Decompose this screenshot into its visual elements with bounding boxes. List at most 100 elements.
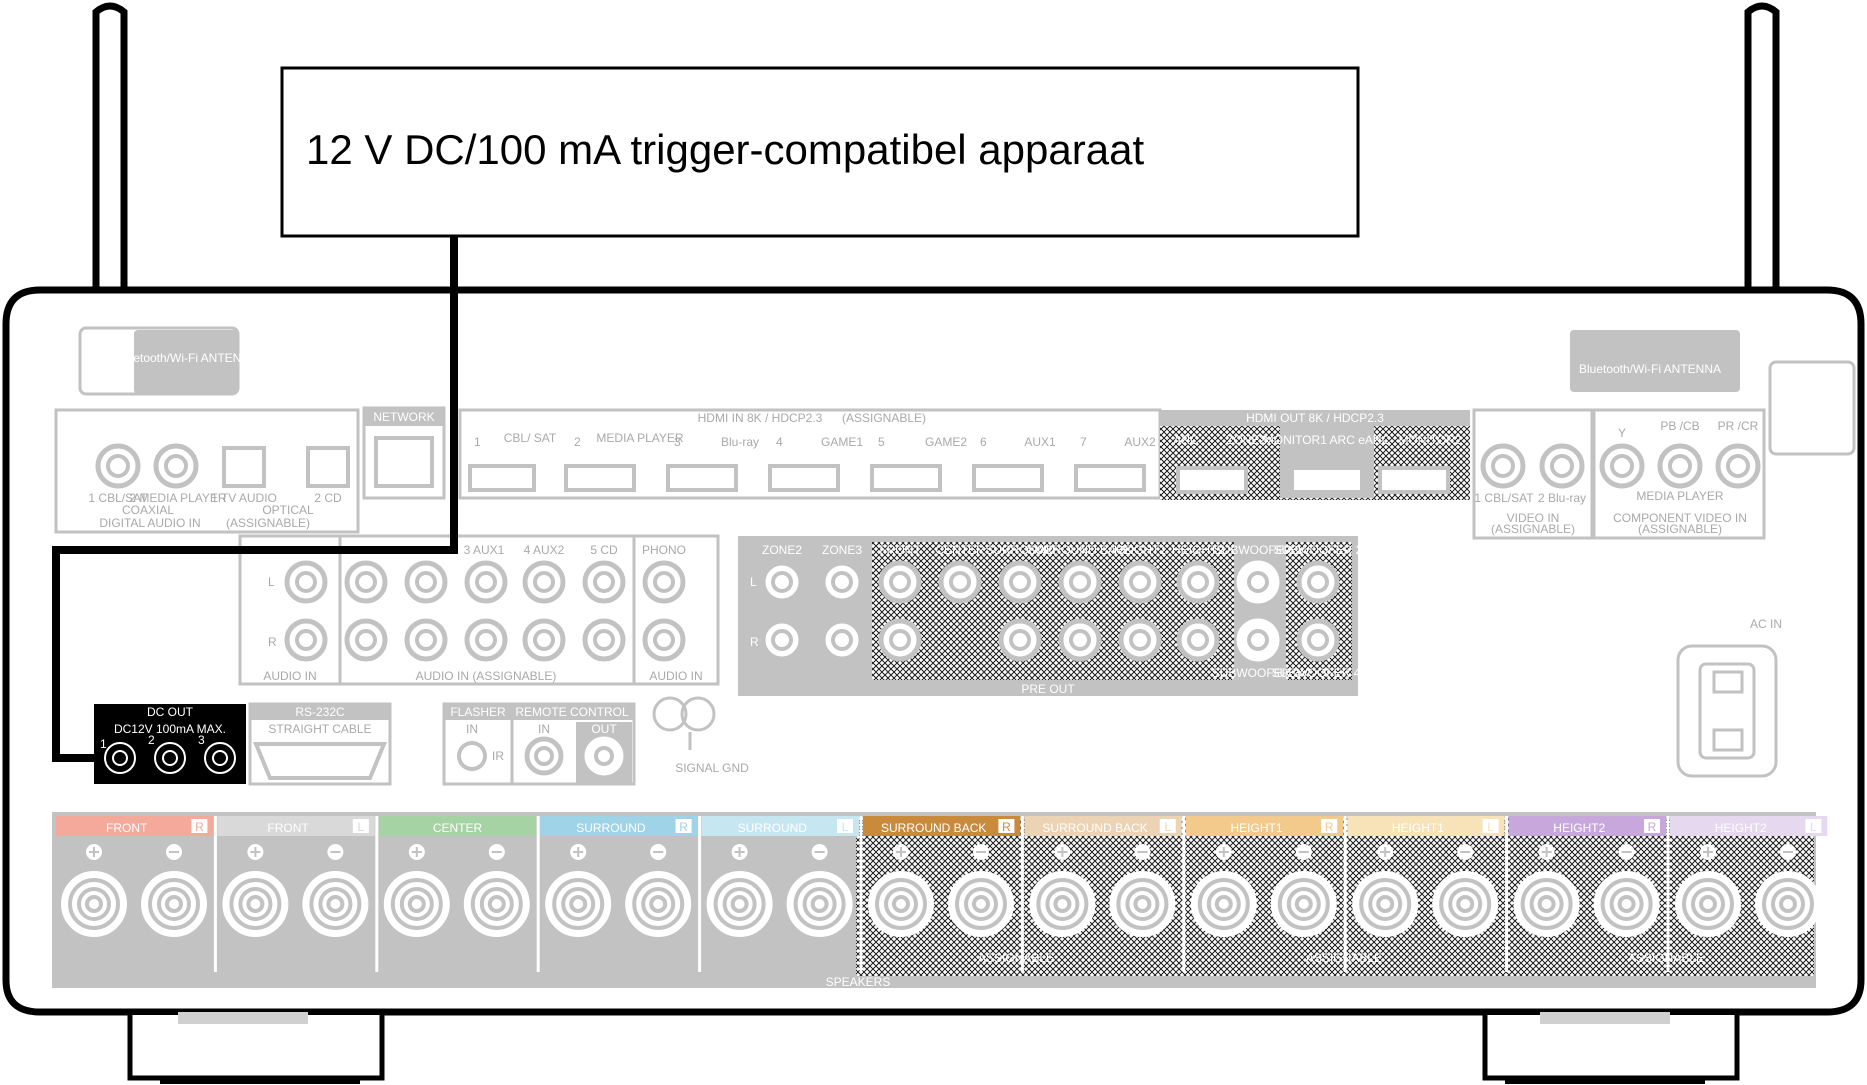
hdmi-out-section: HDMI OUT 8K / HDCP2.3 ARC ZONE2 MONITOR1… <box>1160 410 1470 500</box>
plus-sign <box>411 847 422 857</box>
speaker-side-label: R <box>1325 820 1334 834</box>
antenna-left-label: Bluetooth/Wi-Fi ANTENNA <box>78 326 258 396</box>
speaker-group-name: FRONT <box>267 821 309 835</box>
speaker-terminal-ring <box>1294 895 1313 913</box>
pre-out-sub4-label: SUBWOOFER 4 <box>1272 666 1361 680</box>
speaker-side-badge <box>191 819 208 833</box>
pre-out-height1-label: HEIGHT1 <box>1114 543 1166 557</box>
speaker-group-name: FRONT <box>106 821 148 835</box>
hdmi-in-7-num: 7 <box>1080 435 1087 449</box>
rs232c-sub: STRAIGHT CABLE <box>268 722 371 736</box>
speaker-group-color-band <box>701 816 859 836</box>
speaker-terminal-ring <box>649 895 668 913</box>
ac-in: AC IN <box>1676 617 1782 778</box>
speaker-terminal-ring <box>1214 895 1233 913</box>
speaker-terminal-ring <box>561 887 596 921</box>
coax-2-label: 2 MEDIA PLAYER <box>129 491 226 505</box>
speaker-terminal-ring <box>955 878 1007 930</box>
phono-label: PHONO <box>642 543 686 557</box>
speakers-assignable-2: ASSIGNABLE <box>1306 951 1382 965</box>
speaker-terminal-ring <box>802 887 837 921</box>
speaker-group-name: SURROUND <box>738 821 808 835</box>
speaker-terminal-ring <box>1286 887 1321 921</box>
speaker-terminal-ring <box>1133 895 1152 913</box>
speaker-terminal-ring <box>1779 895 1797 913</box>
plus-sign <box>1380 847 1391 857</box>
speaker-group-name: SURROUND <box>576 821 646 835</box>
speaker-side-badge <box>1321 819 1338 833</box>
speaker-terminal-ring <box>229 878 282 930</box>
speaker-side-label: L <box>1487 820 1494 834</box>
speaker-terminal-ring <box>793 878 846 930</box>
speaker-terminal-ring <box>390 878 443 930</box>
speaker-terminal-ring <box>632 878 685 930</box>
pre-out-sub3-label: SUBWOOFER 3 <box>1212 666 1301 680</box>
remote-out-label: OUT <box>591 722 617 736</box>
speaker-group-color-band <box>540 816 698 836</box>
pre-out-label: PRE OUT <box>1021 682 1075 696</box>
speaker-group-name: SURROUND BACK <box>1042 821 1147 835</box>
video-in-label: VIDEO IN <box>1507 511 1560 525</box>
optical-2-label: 2 CD <box>314 491 342 505</box>
speaker-group-name: HEIGHT2 <box>1553 821 1605 835</box>
speaker-terminal-ring <box>641 887 676 921</box>
speaker-terminal-ring <box>892 895 910 913</box>
speaker-terminal-ring <box>1699 895 1717 913</box>
speaker-terminal-ring <box>1617 895 1636 913</box>
hdmi-out-label: HDMI OUT 8K / HDCP2.3 <box>1246 411 1384 425</box>
hdmi-in-6-num: 6 <box>980 435 987 449</box>
pre-out-height2-label: HEIGHT2 <box>1172 543 1224 557</box>
network-port: NETWORK <box>362 406 446 500</box>
speaker-terminal-ring <box>1376 895 1395 913</box>
speaker-side-label: R <box>679 820 688 834</box>
speaker-terminal-ring <box>1609 887 1644 921</box>
dc-out-jack-1-label: 1 <box>100 737 107 751</box>
coax-1-label: 1 CBL/SAT <box>88 491 148 505</box>
speaker-terminal-ring <box>1036 878 1089 930</box>
speaker-terminal-ring <box>1053 895 1072 913</box>
speaker-side-label: L <box>842 820 849 834</box>
speaker-terminal-ring <box>730 895 749 913</box>
hdmi-in-4-name: Blu-ray <box>721 435 759 449</box>
speaker-terminal-ring <box>85 895 103 913</box>
antenna-right-label: Bluetooth/Wi-Fi ANTENNA <box>1570 330 1856 456</box>
speaker-side-label: L <box>1164 820 1171 834</box>
audio-in-4-label: 4 AUX2 <box>524 543 565 557</box>
audio-in-jacks <box>284 560 686 662</box>
speaker-side-label: R <box>1648 820 1657 834</box>
speaker-terminal-ring <box>238 887 273 921</box>
speaker-terminal-group: HEIGHT2 R <box>1505 816 1666 972</box>
hdmi-in-label: HDMI IN 8K / HDCP2.3 <box>698 411 823 425</box>
callout-box: 12 V DC/100 mA trigger-compatibel appara… <box>280 66 1360 238</box>
speaker-side-badge <box>1644 819 1660 833</box>
dc-out-spec: DC12V 100mA MAX. <box>114 722 226 736</box>
speaker-terminal-ring <box>1600 878 1653 930</box>
speaker-terminal-ring <box>713 878 766 930</box>
plus-sign <box>1541 847 1552 857</box>
dc-out-jack-3-label: 3 <box>198 733 205 747</box>
speaker-terminal-ring <box>884 887 918 921</box>
speaker-side-badge <box>352 819 369 833</box>
speaker-terminal-ring <box>1359 878 1412 930</box>
speaker-terminal-ring <box>1045 887 1080 921</box>
speaker-group-name: HEIGHT2 <box>1715 821 1767 835</box>
ac-in-label: AC IN <box>1750 617 1782 631</box>
speaker-group-color-band <box>217 816 375 836</box>
plus-sign <box>250 847 261 857</box>
hdmi-in-3-num: 3 <box>674 435 681 449</box>
speaker-side-badge <box>1482 819 1499 833</box>
audio-in-phono-label: AUDIO IN <box>649 669 702 683</box>
speaker-group-name: CENTER <box>433 821 483 835</box>
antenna-right-text: Bluetooth/Wi-Fi ANTENNA <box>1579 362 1721 376</box>
pre-out-zone3-label: ZONE3 <box>822 543 862 557</box>
plus-sign <box>1218 847 1229 857</box>
speaker-terminal-ring <box>964 887 998 921</box>
speaker-group-color-band <box>1670 816 1828 836</box>
component-video-section: Y PB /CB PR /CR MEDIA PLAYER COMPONENT V… <box>1592 408 1766 540</box>
pre-out-jacks <box>760 560 1340 662</box>
speaker-terminal-ring <box>1537 895 1556 913</box>
hdmi-in-1-num: 1 <box>474 435 481 449</box>
audio-in-l-label: L <box>268 575 275 589</box>
hdmi-in-4-num: 4 <box>776 435 783 449</box>
